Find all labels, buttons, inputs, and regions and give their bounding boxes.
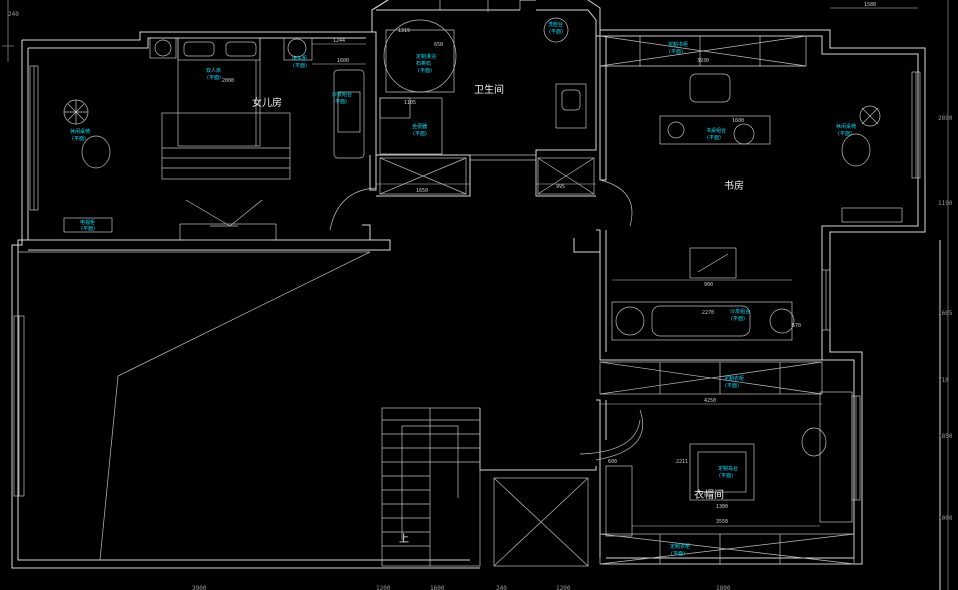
plan-label: 3930	[697, 58, 709, 64]
study: 书房 定制书柜 (平面) 书桌组合 (平面) 休闲桌椅 (平面) 沙发组合 (平…	[596, 30, 903, 361]
plan-label: 1190	[938, 200, 953, 207]
plan-label: 1000	[938, 515, 953, 522]
wardrobe-top	[599, 361, 823, 395]
plan-label: (平面)	[293, 63, 307, 69]
outer-walls	[11, 0, 941, 590]
room-cloakroom: 衣帽间	[694, 488, 724, 501]
plan-label: 900	[704, 282, 713, 288]
plan-label: 石英石	[416, 60, 431, 67]
plan-label: 定制衣柜	[670, 543, 690, 550]
plan-label: 坐便器	[412, 123, 427, 130]
plan-label: 2270	[702, 310, 714, 316]
bathroom: 卫生间 定制淋浴 石英石 (平面) 洗脸台 (平面) 坐便器 (平面) 1319…	[371, 0, 597, 197]
nightstand	[149, 37, 177, 59]
plan-label: 240	[496, 585, 507, 590]
plan-label: 1650	[416, 188, 428, 194]
room-daughter: 女儿房	[252, 96, 282, 109]
sofa-left	[333, 69, 365, 159]
plan-label: 1600	[430, 585, 445, 590]
plan-label: 710	[938, 377, 949, 384]
plan-label: (平面)	[333, 99, 347, 105]
plan-label: 1580	[864, 2, 876, 8]
plan-label: (平面)	[413, 131, 427, 137]
plan-label: 1200	[556, 585, 571, 590]
plan-label: 洗脸台	[548, 21, 563, 28]
plan-label: 2211	[676, 459, 688, 465]
plan-label: 1600	[732, 118, 744, 124]
study-desk	[659, 115, 771, 145]
plan-label: 1319	[398, 28, 410, 34]
plan-label: 2000	[222, 78, 234, 84]
plan-label: (平面)	[418, 68, 432, 74]
plan-label: 2890	[938, 115, 953, 122]
stairs: 上	[381, 407, 481, 567]
study-sofa	[611, 301, 793, 341]
plan-label: (平面)	[549, 29, 563, 35]
plan-label: 定制衣柜	[724, 375, 744, 382]
plan-label: 电视柜	[80, 219, 95, 226]
stair-label: 上	[399, 533, 409, 545]
plan-label: 1300	[716, 504, 728, 510]
plan-label: (平面)	[671, 551, 685, 557]
tv-cabinet	[63, 217, 113, 233]
plan-label: 1600	[337, 58, 349, 64]
plan-label: 240	[8, 11, 19, 18]
plan-label: 3550	[716, 519, 728, 525]
plan-label: 定制书柜	[668, 41, 688, 48]
plan-label: 1244	[333, 38, 345, 44]
plan-label: 995	[556, 184, 565, 190]
plan-label: 650	[434, 42, 443, 48]
island	[689, 443, 755, 501]
plan-label: 1105	[404, 100, 416, 106]
plan-label: 定制岛台	[718, 465, 738, 472]
plan-label: (平面)	[731, 316, 745, 322]
plan-label: 600	[608, 459, 617, 465]
plan-label: 床头柜	[292, 55, 307, 62]
plan-label: (平面)	[707, 135, 721, 141]
plan-label: 书桌组合	[706, 127, 726, 134]
plan-label: 休闲桌椅	[836, 123, 856, 130]
plan-label: (平面)	[719, 473, 733, 479]
plan-label: 570	[792, 323, 801, 329]
room-bathroom: 卫生间	[474, 83, 504, 96]
plan-label: (平面)	[725, 383, 739, 389]
basin	[555, 83, 587, 129]
windows	[13, 65, 921, 501]
toilet	[379, 97, 411, 119]
hall	[18, 154, 641, 561]
plan-label: 沙发组合	[730, 308, 750, 315]
plan-label: (平面)	[207, 75, 221, 81]
plan-label: (平面)	[81, 226, 95, 232]
plan-label: 3900	[192, 585, 207, 590]
plan-label: 4250	[704, 398, 716, 404]
plan-label: 1605	[938, 310, 953, 317]
plan-label: 1850	[938, 433, 953, 440]
room-study: 书房	[724, 179, 744, 192]
daughter-room: 女儿房 双人床 (平面) 床头柜 (平面) 沙发组合 (平面) 休闲桌椅 (平面…	[28, 37, 391, 251]
plan-label: 沙发组合	[332, 91, 352, 98]
plan-label: 1200	[376, 585, 391, 590]
wardrobe-bottom	[599, 533, 855, 565]
plan-label: 定制淋浴	[416, 53, 436, 60]
plan-label: (平面)	[72, 136, 86, 142]
plan-label: (平面)	[838, 131, 852, 137]
plan-label: (平面)	[669, 49, 683, 55]
plan-label: 休闲桌椅	[70, 128, 90, 135]
elevator-shaft	[493, 477, 589, 567]
plan-label: 1800	[716, 585, 731, 590]
plan-label: 双人床	[206, 67, 221, 74]
cloakroom: 衣帽间 定制衣柜 (平面) 定制岛台 (平面) 定制衣柜 (平面) 4250 2…	[595, 361, 855, 565]
bed	[177, 37, 261, 147]
